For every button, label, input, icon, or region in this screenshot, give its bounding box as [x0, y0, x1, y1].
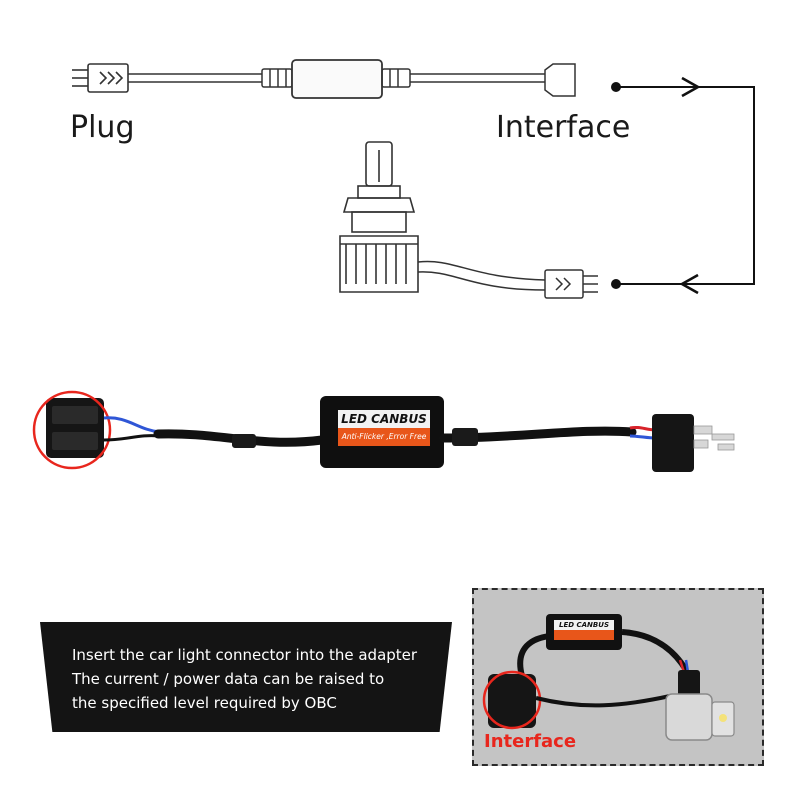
canbus-module-outline: [291, 59, 383, 99]
interface-highlight-circle: [32, 390, 112, 470]
installation-photo-drawing: [482, 614, 735, 741]
led-bulb-outline-icon: [339, 141, 419, 293]
plug-connector-icon: [72, 63, 129, 93]
cable-sleeve-left: [232, 434, 256, 448]
h4-socket-connector: [46, 398, 104, 458]
led-canbus-module: [320, 396, 444, 468]
input-wires: [103, 416, 161, 442]
arrow-right-icon: [681, 76, 701, 98]
cable-line: [128, 68, 293, 88]
installation-photo: LED CANBUS Interface: [472, 588, 764, 766]
arrow-left-icon: [679, 273, 699, 295]
module-subtitle: Anti-Flicker ,Error Free: [341, 432, 427, 441]
banner-line-1: Insert the car light connector into the …: [72, 646, 418, 664]
banner-line-3: the specified level required by OBC: [72, 694, 337, 712]
interface-label: Interface: [496, 110, 631, 145]
cable-sleeve-right: [452, 428, 478, 446]
routing-lines: [616, 86, 755, 285]
h4-plug-connector: [652, 414, 735, 472]
bulb-cable: [417, 260, 598, 299]
junction-dot-top: [611, 82, 621, 92]
photo-module-title: LED CANBUS: [559, 621, 609, 629]
banner-line-2: The current / power data can be raised t…: [72, 670, 385, 688]
photo-interface-caption: Interface: [484, 731, 577, 752]
plug-label: Plug: [70, 110, 135, 145]
cable-line-right: [381, 63, 576, 97]
junction-dot-bottom: [611, 279, 621, 289]
module-title: LED CANBUS: [341, 412, 427, 426]
instruction-banner: Insert the car light connector into the …: [40, 622, 452, 732]
